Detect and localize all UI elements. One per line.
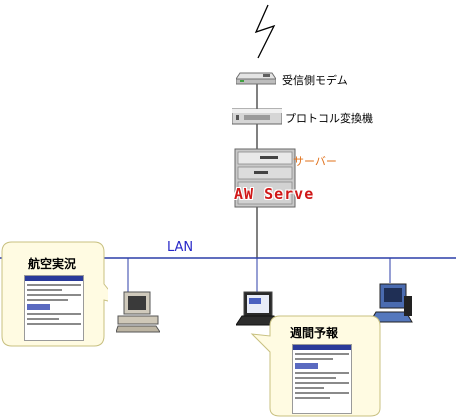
converter-label: プロトコル変換機 [285,112,373,125]
document-screen-icon [24,275,84,341]
server-badge: AW Serve [234,185,315,203]
lan-label: LAN [167,240,194,255]
bubble-right-title: 週間予報 [290,326,339,340]
bubble-left-title: 航空実況 [28,257,77,271]
protocol-converter-icon [231,108,283,125]
lightning-icon [254,4,276,59]
modem-label: 受信側モデム [282,74,348,87]
modem-icon [235,70,277,85]
server-label: サーバー [293,155,337,168]
desktop-pc-icon [115,290,161,334]
laptop-icon [235,290,281,330]
bubble-left: 航空実況 [0,240,108,348]
server-icon [234,148,296,210]
workstation-icon [369,282,414,326]
bubble-right: 週間予報 [250,312,384,418]
document-screen-icon [292,344,352,414]
